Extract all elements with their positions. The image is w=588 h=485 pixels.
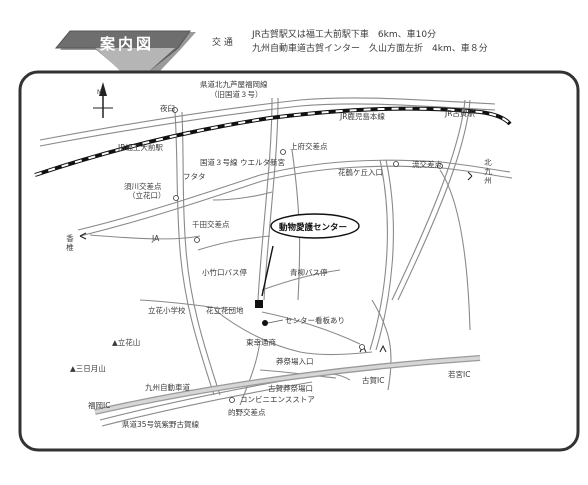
expressway-band	[94, 355, 481, 415]
label-sign-board: センター看板あり	[285, 316, 345, 325]
label-expressway: 九州自動車道	[145, 383, 190, 392]
title-banner	[54, 30, 196, 92]
label-futata: フタタ	[183, 172, 206, 181]
label-senda-intersection: 千田交差点	[192, 220, 230, 229]
label-prefectural-road: 県道北九芦屋福岡線	[200, 80, 268, 89]
label-kagoshima-line: JR鹿児島本線	[340, 112, 385, 121]
label-aosei-bus: 青柳バス停	[290, 268, 328, 277]
label-shoji-entrance: 莽祭場入口	[276, 357, 314, 366]
label-welta: ウエルタ新宮	[240, 158, 285, 167]
label-kasuya: 香椎	[66, 234, 74, 252]
route-line-1: JR古賀駅又は福工大前駅下車 6km、車10分	[252, 30, 437, 40]
destination-callout-oval	[270, 213, 360, 239]
label-prefectural-35: 県道35号筑紫野古賀線	[122, 420, 200, 429]
destination-callout-label: 動物愛護センター	[279, 223, 348, 233]
label-tachibana-paren: （立花口）	[128, 191, 166, 200]
road-old-route3	[39, 97, 496, 141]
label-kita-kyushu: 北九州	[484, 158, 492, 185]
sign-marker	[262, 320, 268, 326]
label-tachibana-school: 立花小学校	[148, 306, 186, 315]
label-tachibana-danchi: 花立花団地	[206, 306, 244, 315]
access-label: 交 通	[212, 38, 233, 48]
label-kotakeguchi-bus: 小竹口バス停	[202, 268, 247, 277]
label-mikazuki: ▲三日月山	[70, 364, 106, 373]
label-fukkodai-station: JR福工大前駅	[118, 143, 163, 152]
label-higashi-shoten: 東幸通商	[246, 338, 276, 347]
label-route3: 国道３号線	[200, 158, 238, 167]
label-fukuoka-ic: 福岡IC	[88, 401, 111, 410]
label-yoshiki: 夜臼	[160, 104, 175, 113]
label-nanaiwa: 花鶴ケ丘入口	[338, 168, 383, 177]
label-ryuko-intersection: 流交差点	[412, 160, 442, 169]
route-line-2: 九州自動車道古賀インター 久山方面左折 4km、車８分	[252, 44, 488, 54]
label-convenience-store: コンビニエンスストア	[240, 395, 315, 404]
page-title: 案内図	[100, 35, 155, 53]
compass-icon	[93, 82, 113, 118]
label-wakamiya-ic: 若宮IC	[448, 370, 471, 379]
destination-marker	[255, 300, 263, 308]
label-tachibana-mountain: ▲立花山	[112, 338, 141, 347]
label-koga-station: JR古賀駅	[445, 109, 475, 118]
road-route3	[77, 159, 511, 231]
label-sugawa-intersection: 須川交差点	[124, 182, 162, 191]
rail-kagoshima-line	[34, 106, 512, 177]
label-koga-crematorium: 古賀莽祭場口	[268, 384, 313, 393]
label-koga-ic: 古賀IC	[362, 376, 385, 385]
label-old-route: （旧国道３号）	[210, 90, 263, 99]
label-kamifu-intersection: 上府交差点	[290, 142, 328, 151]
label-ja: JA	[152, 234, 160, 243]
label-matono-intersection: 的野交差点	[228, 408, 266, 417]
compass-north-label: N	[97, 89, 102, 96]
